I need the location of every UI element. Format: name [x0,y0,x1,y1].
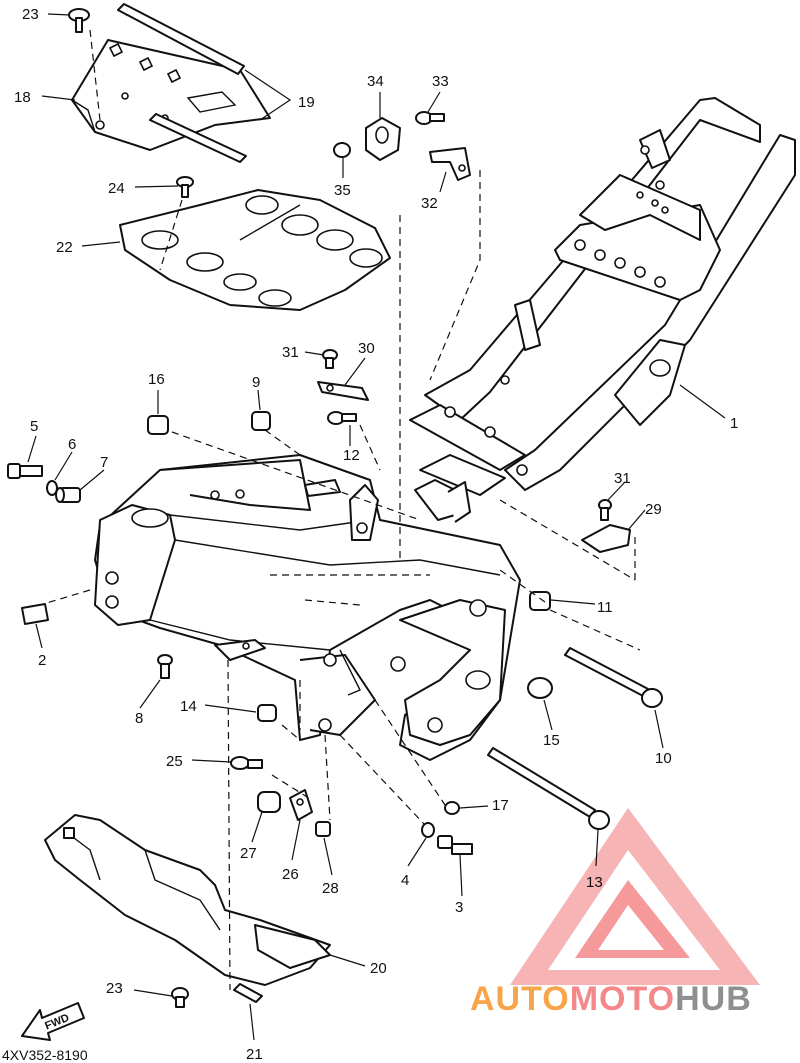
automotohub-logo [510,808,760,985]
part-14-nut [257,704,277,722]
part-33-bolt [415,111,445,125]
part-code: 4XV352-8190 [2,1047,88,1063]
part-28-collar [315,821,331,837]
part-17-cap [444,801,460,815]
callout-29: 29 [645,501,662,518]
part-9-nut [251,411,271,431]
part-15-cap [527,677,553,699]
callout-7: 7 [100,454,108,471]
callout-14: 14 [180,698,197,715]
callout-23: 23 [22,6,39,23]
callout-27: 27 [240,845,257,862]
part-1-rear-frame [409,97,796,496]
part-22-plate [119,189,391,311]
part-4-washer [421,822,435,838]
callout-32: 32 [421,195,438,212]
part-18-plate [71,39,271,151]
part-29-bracket [581,524,631,553]
callout-23-bottom: 23 [106,980,123,997]
part-1-main-frame [94,454,521,761]
part-21-strip [233,983,263,1003]
part-2-cap [21,603,49,625]
part-10-shaft [564,647,663,708]
callout-1: 1 [730,415,738,432]
part-25-bolt [230,756,263,770]
part-23-rivet [68,8,90,33]
callout-3: 3 [455,899,463,916]
part-31-screw-right [598,499,612,521]
part-12-bolt [327,411,357,425]
part-34-bracket [365,117,401,161]
callout-2: 2 [38,652,46,669]
part-23-rivet-bottom [171,987,189,1008]
part-20-cover [44,814,331,986]
part-27-damper [257,791,281,813]
watermark-brand: AUTOMOTOHUB [470,980,752,1018]
callout-6: 6 [68,436,76,453]
callout-35: 35 [334,182,351,199]
part-8-bolt [157,654,173,679]
callout-31: 31 [282,344,299,361]
callout-21: 21 [246,1046,263,1063]
callout-19: 19 [298,94,315,111]
callout-30: 30 [358,340,375,357]
part-11-nut [529,591,551,611]
part-19-strips [117,3,247,163]
part-31-screw-top [322,349,338,369]
callout-11: 11 [597,599,613,616]
callout-24: 24 [108,180,125,197]
part-24-rivet [176,176,194,198]
callout-10: 10 [655,750,672,767]
part-13-shaft [487,747,610,830]
callout-31-right: 31 [614,470,631,487]
callout-labels: 23 18 19 24 22 34 33 35 32 31 30 16 9 12… [14,6,738,1063]
part-3-bolt [437,835,473,855]
callout-28: 28 [322,880,339,897]
part-5-bolt [7,463,43,479]
callout-4: 4 [401,872,409,889]
part-35-collar [333,142,351,158]
part-30-stay [317,381,369,401]
callout-20: 20 [370,960,387,977]
callout-15: 15 [543,732,560,749]
callout-9: 9 [252,374,260,391]
callout-25: 25 [166,753,183,770]
part-16-nut [147,415,169,435]
part-32-stay [429,147,471,181]
callout-18: 18 [14,89,31,106]
leader-lines [27,13,726,1041]
fwd-arrow-icon: FWD [21,1002,85,1041]
callout-17: 17 [492,797,509,814]
callout-16: 16 [148,371,165,388]
callout-26: 26 [282,866,299,883]
alignment-lines [39,29,641,991]
part-6-washer [46,480,58,496]
callout-33: 33 [432,73,449,90]
part-7-collar [55,487,81,503]
callout-12: 12 [343,447,360,464]
callout-13: 13 [586,874,603,891]
callout-8: 8 [135,710,143,727]
part-26-stay [289,789,313,821]
callout-34: 34 [367,73,384,90]
callout-5: 5 [30,418,38,435]
callout-22: 22 [56,239,73,256]
